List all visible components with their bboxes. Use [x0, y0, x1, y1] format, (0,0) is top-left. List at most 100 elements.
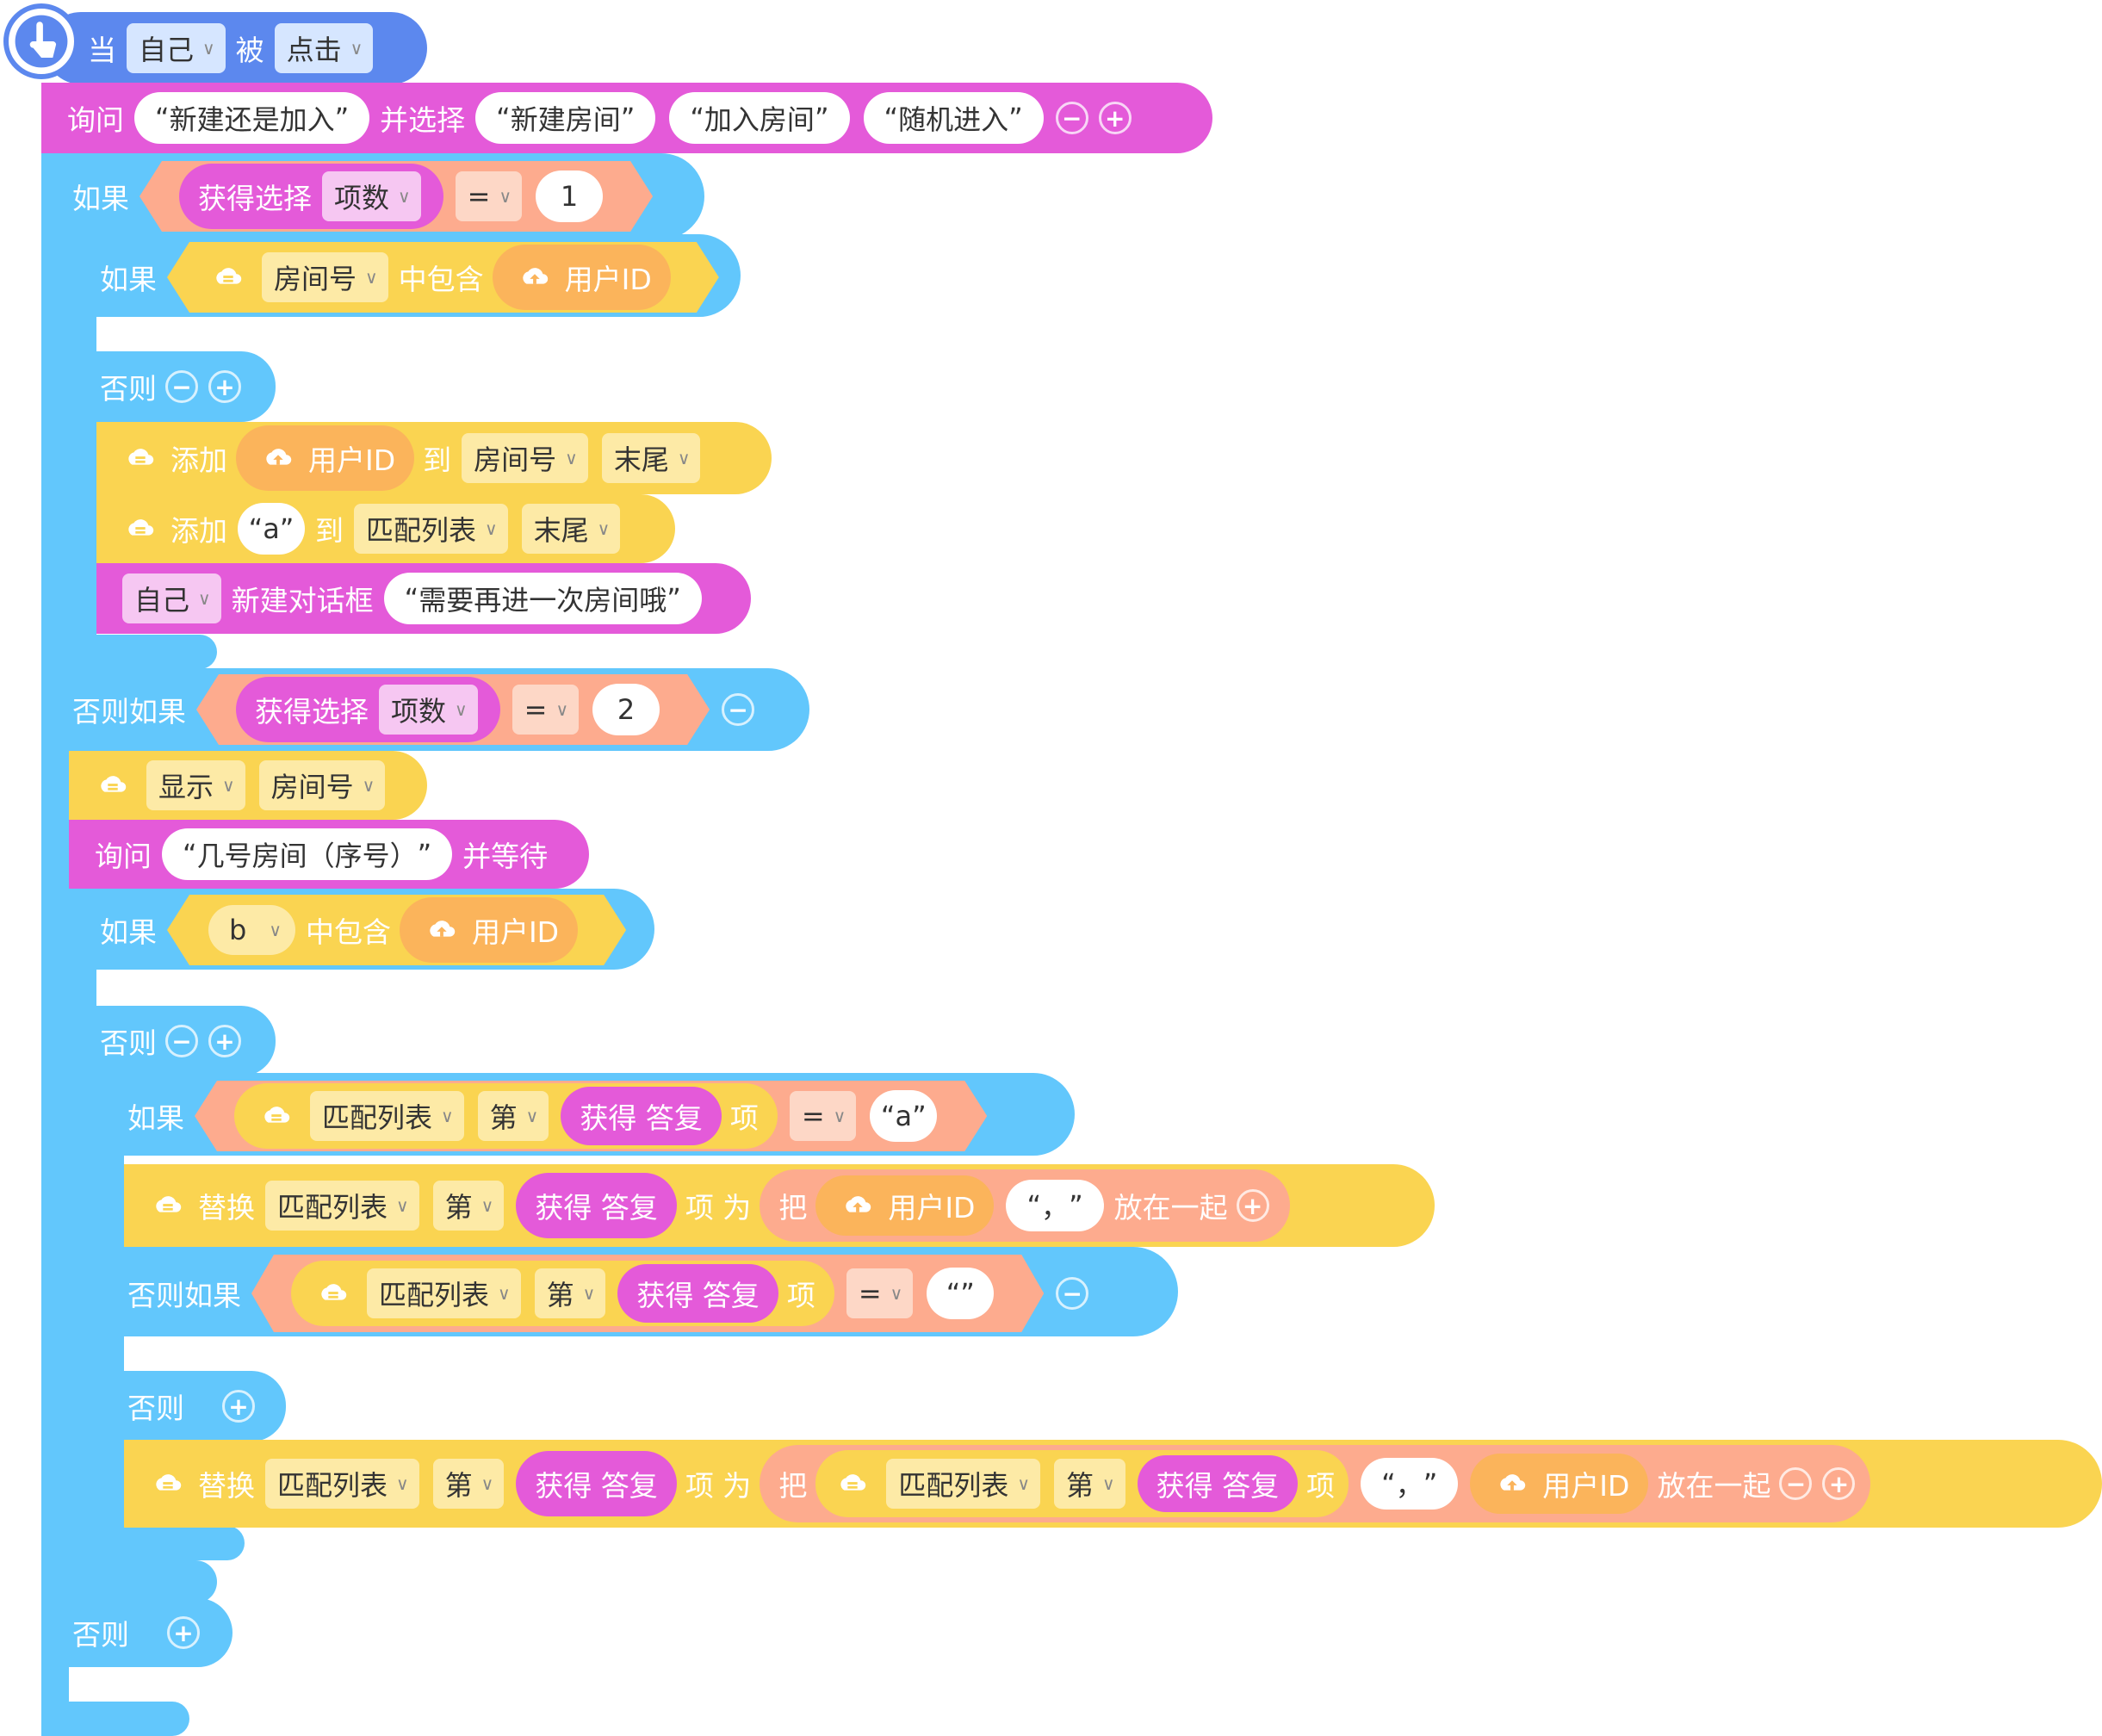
if1-value-input[interactable]: 1 — [536, 170, 603, 222]
add2-list-dropdown[interactable]: 匹配列表∨ — [354, 504, 508, 554]
ask2-question-input[interactable]: “几号房间（序号）” — [162, 828, 453, 880]
replace2-inner-list-dropdown[interactable]: 匹配列表∨ — [886, 1459, 1040, 1509]
elseif-match-value-input[interactable]: “” — [927, 1268, 994, 1319]
dialog-target-dropdown[interactable]: 自己∨ — [122, 574, 221, 623]
replace1-list-dropdown[interactable]: 匹配列表∨ — [265, 1181, 419, 1231]
replace2-var[interactable]: 用户ID — [1470, 1454, 1649, 1514]
add1-pos-dropdown[interactable]: 末尾∨ — [601, 433, 701, 483]
elseif-match-get-answer[interactable]: 获得 答复 — [617, 1264, 778, 1323]
minus-icon[interactable]: − — [1779, 1467, 1813, 1500]
plus-icon[interactable]: + — [1236, 1189, 1269, 1222]
add-a-block[interactable]: 添加 “a” 到 匹配列表∨ 末尾∨ — [96, 494, 675, 563]
inner-else-header[interactable]: 否则 − + — [96, 351, 246, 422]
elseif-match-list-item[interactable]: 匹配列表∨ 第∨ 获得 答复 项 — [291, 1261, 834, 1326]
ask-choose-block[interactable]: 询问 “新建还是加入” 并选择 “新建房间” “加入房间” “随机进入” − + — [41, 83, 1212, 153]
inner-if-var[interactable]: 用户ID — [493, 245, 671, 310]
add1-var-label: 用户ID — [308, 443, 396, 477]
replace1-sep-input[interactable]: “，” — [1006, 1180, 1104, 1231]
minus-icon[interactable]: − — [165, 370, 198, 403]
plus-icon[interactable]: + — [222, 1390, 255, 1423]
replace2-inner-get-answer[interactable]: 获得 答复 — [1137, 1455, 1299, 1512]
add2-value-input[interactable]: “a” — [238, 503, 305, 555]
inner-if-condition[interactable]: 房间号∨ 中包含 用户ID — [167, 242, 719, 313]
if1-op-dropdown[interactable]: =∨ — [456, 171, 522, 221]
plus-icon[interactable]: + — [208, 1025, 241, 1057]
if-match-op-dropdown[interactable]: =∨ — [790, 1091, 856, 1141]
show-action-dropdown[interactable]: 显示∨ — [146, 760, 245, 810]
control-if-b-foot — [69, 1560, 217, 1603]
ask-option-1-input[interactable]: “新建房间” — [475, 92, 656, 144]
if-match-list-dropdown[interactable]: 匹配列表∨ — [310, 1091, 464, 1141]
replace2-inner-nth-dropdown[interactable]: 第∨ — [1053, 1459, 1125, 1509]
elseif1-header[interactable]: 否则如果 获得选择 项数∨ =∨ 2 − — [69, 673, 760, 746]
new-dialog-block[interactable]: 自己∨ 新建对话框 “需要再进一次房间哦” — [96, 563, 751, 634]
add1-list-dropdown[interactable]: 房间号∨ — [462, 433, 588, 483]
minus-icon[interactable]: − — [165, 1025, 198, 1057]
inner-if-header[interactable]: 如果 房间号∨ 中包含 用户ID — [96, 241, 726, 313]
if1-get-choice[interactable]: 获得选择 项数∨ — [179, 164, 443, 229]
if-match-header[interactable]: 如果 匹配列表∨ 第∨ 获得 答复 项 =∨ “a” — [124, 1080, 994, 1152]
if1-choice-mode-dropdown[interactable]: 项数∨ — [322, 171, 421, 221]
inner-if-contains-label: 中包含 — [398, 263, 484, 296]
replace2-get-answer[interactable]: 获得 答复 — [516, 1451, 677, 1516]
replace2-nth-dropdown[interactable]: 第∨ — [432, 1459, 505, 1509]
plus-icon[interactable]: + — [208, 370, 241, 403]
minus-icon[interactable]: − — [1055, 102, 1088, 134]
plus-icon[interactable]: + — [167, 1616, 200, 1649]
if-match-value-input[interactable]: “a” — [870, 1090, 937, 1142]
elseif1-value-input[interactable]: 2 — [592, 684, 660, 735]
elseif1-get-choice[interactable]: 获得选择 项数∨ — [236, 677, 500, 742]
ask-question-input[interactable]: “新建还是加入” — [134, 92, 370, 144]
replace1-join[interactable]: 把 用户ID “，” 放在一起 + — [760, 1169, 1290, 1242]
plus-icon[interactable]: + — [1098, 102, 1132, 134]
chevron-down-icon: ∨ — [365, 267, 378, 288]
event-hat-block[interactable]: 当 自己∨ 被 点击∨ — [45, 12, 427, 84]
replace1-get-answer[interactable]: 获得 答复 — [516, 1173, 677, 1238]
show-list-dropdown[interactable]: 房间号∨ — [258, 760, 386, 810]
ask-wait-block[interactable]: 询问 “几号房间（序号）” 并等待 — [69, 820, 589, 889]
if-b-header[interactable]: 如果 b∨ 中包含 用户ID — [96, 894, 633, 966]
elseif-match-header[interactable]: 否则如果 匹配列表∨ 第∨ 获得 答复 项 =∨ “” − — [124, 1254, 1094, 1333]
elseif-match-op-dropdown[interactable]: =∨ — [846, 1268, 913, 1318]
replace2-inner-list-item[interactable]: 匹配列表∨ 第∨ 获得 答复 项 — [815, 1450, 1349, 1517]
if-match-else-header[interactable]: 否则 + — [124, 1371, 260, 1442]
if-b-else-header[interactable]: 否则 − + — [96, 1006, 246, 1076]
elseif1-condition[interactable]: 获得选择 项数∨ =∨ 2 — [196, 674, 710, 745]
elseif1-choice-mode-dropdown[interactable]: 项数∨ — [379, 685, 478, 735]
elseif1-op-dropdown[interactable]: =∨ — [512, 685, 579, 735]
minus-icon[interactable]: − — [722, 693, 755, 726]
replace1-var[interactable]: 用户ID — [815, 1175, 995, 1236]
add1-var[interactable]: 用户ID — [236, 425, 415, 491]
event-target-dropdown[interactable]: 自己∨ — [127, 23, 226, 73]
else-final-header[interactable]: 否则 + — [69, 1598, 205, 1667]
if1-header[interactable]: 如果 获得选择 项数∨ =∨ 1 — [69, 160, 660, 232]
if-match-list-item[interactable]: 匹配列表∨ 第∨ 获得 答复 项 — [234, 1083, 778, 1149]
if-b-var-dropdown[interactable]: b∨ — [208, 905, 295, 955]
dialog-text-input[interactable]: “需要再进一次房间哦” — [383, 573, 702, 624]
show-list-value: 房间号 — [270, 771, 354, 803]
add2-pos-dropdown[interactable]: 末尾∨ — [521, 504, 621, 554]
replace2-join[interactable]: 把 匹配列表∨ 第∨ 获得 答复 项 “，” 用户ID 放在一起 − + — [760, 1445, 1871, 1522]
add-userid-block[interactable]: 添加 用户ID 到 房间号∨ 末尾∨ — [96, 422, 772, 494]
replace-block-2[interactable]: 替换 匹配列表∨ 第∨ 获得 答复 项 为 把 匹配列表∨ 第∨ 获得 答复 项… — [124, 1440, 2102, 1528]
elseif-match-list-dropdown[interactable]: 匹配列表∨ — [367, 1268, 521, 1318]
if-b-condition[interactable]: b∨ 中包含 用户ID — [167, 895, 626, 965]
if-match-condition[interactable]: 匹配列表∨ 第∨ 获得 答复 项 =∨ “a” — [195, 1081, 987, 1151]
show-list-block[interactable]: 显示∨ 房间号∨ — [69, 751, 427, 820]
if1-condition[interactable]: 获得选择 项数∨ =∨ 1 — [140, 161, 653, 232]
replace-block-1[interactable]: 替换 匹配列表∨ 第∨ 获得 答复 项 为 把 用户ID “，” 放在一起 + — [124, 1164, 1435, 1247]
ask-option-3-input[interactable]: “随机进入” — [863, 92, 1044, 144]
replace2-list-dropdown[interactable]: 匹配列表∨ — [265, 1459, 419, 1509]
event-action-dropdown[interactable]: 点击∨ — [274, 23, 374, 73]
replace2-sep-input[interactable]: “，” — [1361, 1458, 1459, 1510]
inner-if-list-dropdown[interactable]: 房间号∨ — [262, 252, 388, 302]
ask-option-2-input[interactable]: “加入房间” — [669, 92, 850, 144]
replace1-nth-dropdown[interactable]: 第∨ — [432, 1181, 505, 1231]
minus-icon[interactable]: − — [1056, 1277, 1089, 1310]
elseif-match-condition[interactable]: 匹配列表∨ 第∨ 获得 答复 项 =∨ “” — [251, 1255, 1044, 1332]
elseif-match-nth-dropdown[interactable]: 第∨ — [535, 1268, 606, 1318]
if-match-nth-dropdown[interactable]: 第∨ — [478, 1091, 549, 1141]
if-b-var[interactable]: 用户ID — [400, 897, 578, 963]
if-match-get-answer[interactable]: 获得 答复 — [561, 1087, 722, 1145]
plus-icon[interactable]: + — [1822, 1467, 1856, 1500]
